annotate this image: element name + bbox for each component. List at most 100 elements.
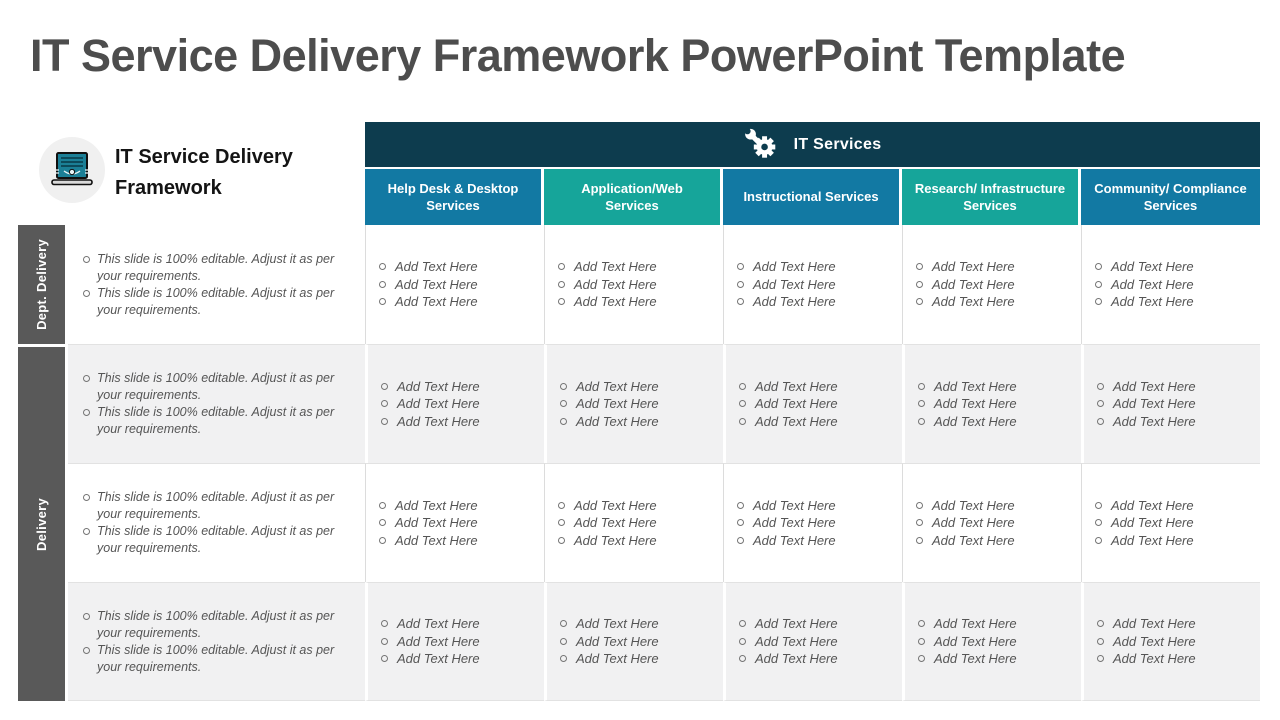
add-text-item-label: Add Text Here (395, 259, 478, 275)
add-text-item-label: Add Text Here (755, 378, 838, 394)
add-text-item: Add Text Here (737, 532, 894, 550)
add-text-item: Add Text Here (739, 413, 894, 431)
column-header-instructional[interactable]: Instructional Services (723, 169, 902, 225)
circle-bullet-icon (83, 646, 90, 654)
add-text-item-label: Add Text Here (1113, 651, 1196, 667)
add-text-item: Add Text Here (1097, 395, 1252, 413)
add-text-item-label: Add Text Here (574, 276, 657, 292)
add-text-item-label: Add Text Here (753, 532, 836, 548)
add-text-item-label: Add Text Here (755, 413, 838, 429)
circle-bullet-icon (83, 289, 90, 297)
row-group-dept-delivery-label: Dept. Delivery (34, 239, 49, 330)
add-text-item-label: Add Text Here (934, 616, 1017, 632)
add-text-item-label: Add Text Here (1111, 259, 1194, 275)
add-text-item: Add Text Here (560, 633, 715, 651)
column-header-community-compliance[interactable]: Community/ Compliance Services (1081, 169, 1260, 225)
circle-bullet-icon (916, 280, 923, 288)
circle-bullet-icon (916, 298, 923, 306)
add-text-item: Add Text Here (737, 514, 894, 532)
add-text-item-label: Add Text Here (934, 413, 1017, 429)
circle-bullet-icon (381, 637, 388, 645)
add-text-item-label: Add Text Here (397, 616, 480, 632)
add-text-item: Add Text Here (381, 633, 536, 651)
row-group-delivery[interactable]: Delivery (18, 347, 65, 701)
circle-bullet-icon (916, 519, 923, 527)
editable-note: This slide is 100% editable. Adjust it a… (83, 370, 351, 404)
circle-bullet-icon (83, 255, 90, 263)
add-text-item: Add Text Here (737, 258, 894, 276)
add-text-item-label: Add Text Here (934, 651, 1017, 667)
add-text-item-label: Add Text Here (932, 276, 1015, 292)
it-services-band: IT Services (365, 122, 1260, 167)
circle-bullet-icon (1095, 298, 1102, 306)
circle-bullet-icon (739, 417, 746, 425)
gear-wrench-icon (743, 128, 775, 158)
circle-bullet-icon (916, 536, 923, 544)
add-text-item: Add Text Here (558, 497, 715, 515)
laptop-icon-circle (39, 137, 105, 203)
add-text-item: Add Text Here (737, 276, 894, 294)
circle-bullet-icon (560, 417, 567, 425)
editable-note: This slide is 100% editable. Adjust it a… (83, 523, 351, 557)
add-text-item: Add Text Here (1095, 276, 1252, 294)
circle-bullet-icon (560, 637, 567, 645)
circle-bullet-icon (83, 528, 90, 535)
circle-bullet-icon (379, 263, 386, 271)
column-header-application-web[interactable]: Application/Web Services (544, 169, 723, 225)
circle-bullet-icon (558, 501, 565, 509)
add-text-item: Add Text Here (560, 615, 715, 633)
column-header-research-infrastructure[interactable]: Research/ Infrastructure Services (902, 169, 1081, 225)
circle-bullet-icon (1097, 655, 1104, 663)
editable-note-cell[interactable]: This slide is 100% editable. Adjust it a… (68, 344, 365, 463)
add-text-item: Add Text Here (560, 413, 715, 431)
add-text-item-label: Add Text Here (755, 633, 838, 649)
add-text-item-label: Add Text Here (1111, 532, 1194, 548)
add-text-item: Add Text Here (379, 276, 536, 294)
editable-note-cell[interactable]: This slide is 100% editable. Adjust it a… (68, 225, 365, 344)
circle-bullet-icon (1095, 519, 1102, 527)
add-text-item: Add Text Here (916, 532, 1073, 550)
add-text-item-label: Add Text Here (932, 532, 1015, 548)
add-text-item-label: Add Text Here (755, 616, 838, 632)
add-text-item: Add Text Here (1097, 378, 1252, 396)
add-text-item-label: Add Text Here (397, 396, 480, 412)
editable-note-label: This slide is 100% editable. Adjust it a… (97, 251, 335, 283)
add-text-item: Add Text Here (1095, 258, 1252, 276)
add-text-item-label: Add Text Here (1111, 497, 1194, 513)
add-text-item: Add Text Here (737, 293, 894, 311)
add-text-item: Add Text Here (379, 258, 536, 276)
column-header-help-desk[interactable]: Help Desk & Desktop Services (365, 169, 544, 225)
add-text-item: Add Text Here (916, 514, 1073, 532)
add-text-item: Add Text Here (558, 276, 715, 294)
circle-bullet-icon (739, 655, 746, 663)
it-services-label: IT Services (793, 135, 882, 153)
editable-note-cell[interactable]: This slide is 100% editable. Adjust it a… (68, 463, 365, 582)
add-text-item-label: Add Text Here (932, 515, 1015, 531)
row-group-dept-delivery[interactable]: Dept. Delivery (18, 225, 65, 344)
editable-note-cell[interactable]: This slide is 100% editable. Adjust it a… (68, 582, 365, 701)
add-text-item-label: Add Text Here (576, 378, 659, 394)
add-text-item: Add Text Here (381, 650, 536, 668)
circle-bullet-icon (737, 280, 744, 288)
